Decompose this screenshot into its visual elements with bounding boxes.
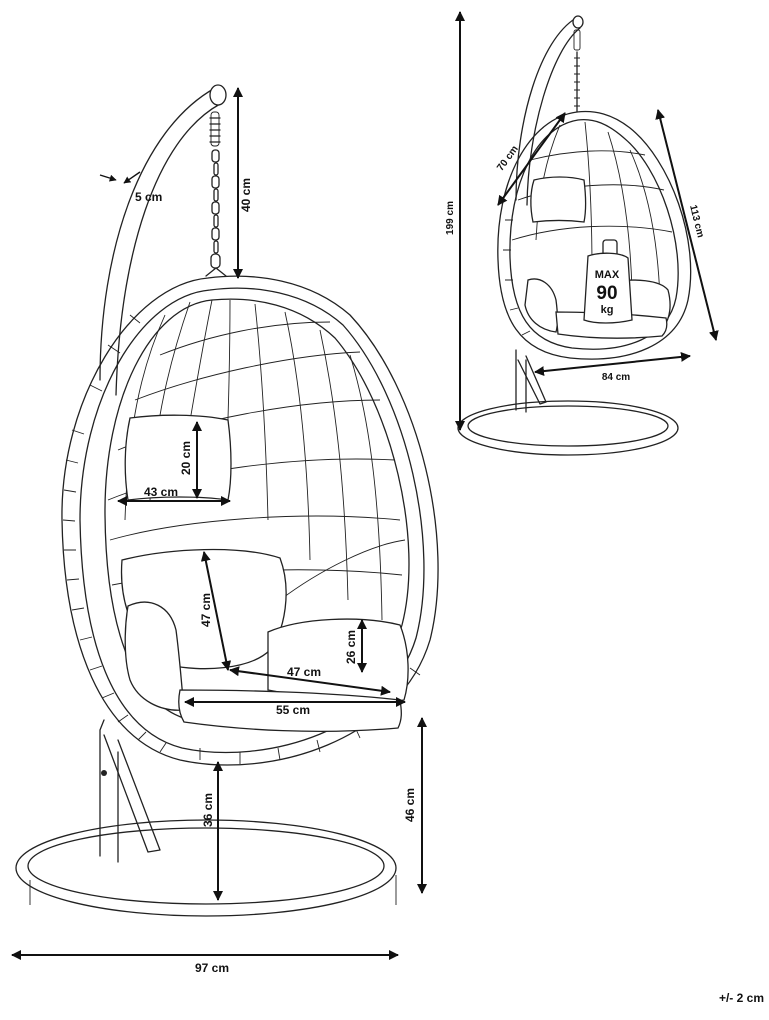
weight-bag: MAX 90 kg [583,239,633,324]
label-pillow-width: 43 cm [144,485,178,499]
label-seat-width: 55 cm [276,703,310,717]
label-seat-to-base: 36 cm [201,793,215,827]
label-seat-depth: 47 cm [287,665,321,679]
stand-pole [99,84,227,863]
small-chain [573,29,581,113]
max-load-line1: MAX [595,269,620,281]
tolerance-note: +/- 2 cm [719,991,764,1005]
label-total-height: 199 cm [445,201,456,235]
egg-basket [61,275,439,766]
label-stand-tube: 5 cm [135,190,162,204]
label-egg-to-floor: 46 cm [403,788,417,822]
dimension-labels: 5 cm 40 cm 20 cm 43 cm 47 cm 26 cm 47 cm… [135,144,764,1005]
small-pillow [530,176,587,223]
dimension-lines-main [11,87,427,960]
base-ring [15,819,397,917]
label-seat-cushion-height: 26 cm [344,630,358,664]
label-egg-width: 84 cm [602,372,630,383]
label-base-diameter: 97 cm [195,961,229,975]
small-chair-drawing: MAX 90 kg [457,15,692,456]
label-pillow-height: 20 cm [179,441,193,475]
max-load-line2: 90 [596,283,617,304]
dimension-lines-small [455,10,719,431]
label-back-cushion-height: 47 cm [199,593,213,627]
label-chain-length: 40 cm [239,178,253,212]
small-base-ring [457,400,679,456]
chain [205,111,227,277]
max-load-line3: kg [601,304,614,316]
